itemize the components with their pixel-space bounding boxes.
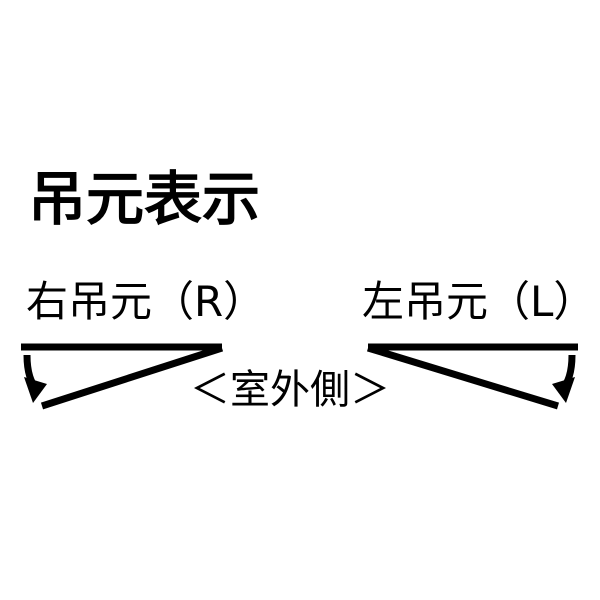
curved-down-left-arrow-head-icon [24,377,47,403]
left-hinge-label: 左吊元（L） [362,277,596,326]
page-title: 吊元表示 [28,165,261,233]
outside-side-note: ＜室外側＞ [190,367,390,413]
right-door-leaf-line [366,344,560,410]
curved-down-left-arrow-icon [23,354,40,393]
right-hinge-label: 右吊元（R） [26,277,266,326]
curved-down-right-arrow-icon [559,354,576,393]
left-hinge-diagram [366,343,578,410]
curved-down-right-arrow-head-icon [552,377,575,403]
